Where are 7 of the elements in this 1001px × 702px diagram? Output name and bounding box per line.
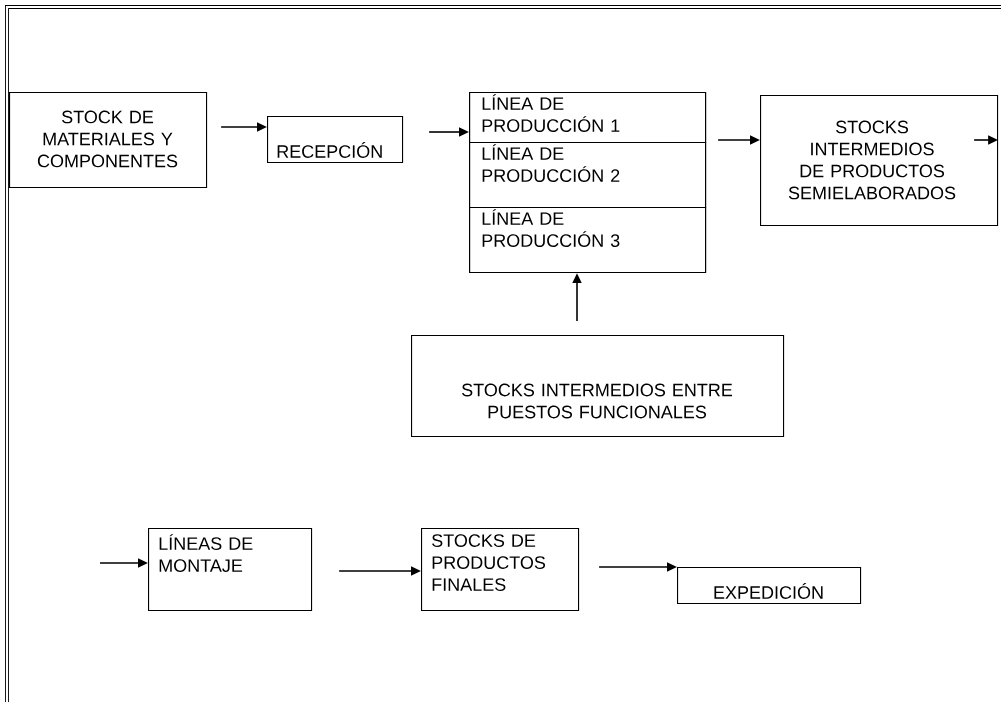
process-box: STOCKS INTERMEDIOS ENTRE PUESTOS FUNCIONALES xyxy=(411,335,785,438)
process-box: STOCKS INTERMEDIOS DE PRODUCTOS SEMIELABORADOS xyxy=(760,95,999,227)
process-box: STOCK DE MATERIALES Y COMPONENTES xyxy=(9,92,208,189)
process-box: STOCKS DE PRODUCTOS FINALES xyxy=(421,528,580,612)
process-box: LÍNEAS DE MONTAJE xyxy=(148,528,313,612)
process-box: RECEPCIÓN xyxy=(267,116,404,164)
process-box: EXPEDICIÓN xyxy=(677,567,862,605)
